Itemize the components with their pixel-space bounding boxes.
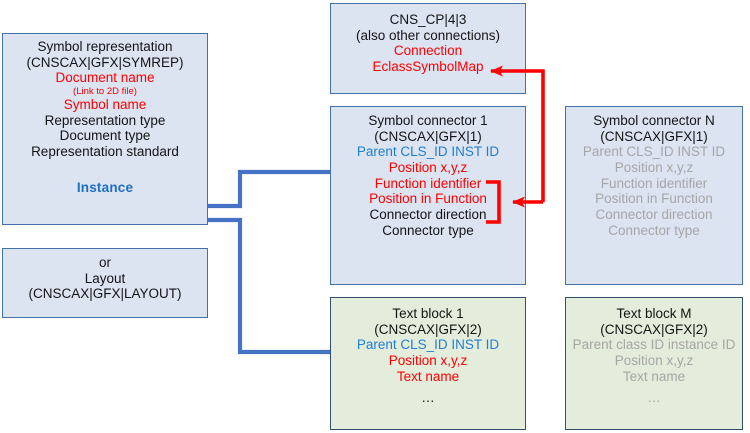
sc1-line-0: Symbol connector 1 [368,113,488,128]
box-symbol-connector-1[interactable]: Symbol connector 1 (CNSCAX|GFX|1) Parent… [330,106,526,285]
sc1-line-3: Position x,y,z [388,159,468,175]
tb1-line-5: … [421,390,435,406]
tb1-line-3: Position x,y,z [388,352,468,368]
tbm-line-0: Text block M [616,306,692,321]
scn-line-6: Connector direction [595,206,713,222]
scn-line-7: Connector type [608,222,700,238]
cnscp-line-2: Connection [393,43,463,59]
symrep-line-6: Document type [59,128,151,144]
box-symbol-connector-n[interactable]: Symbol connector N (CNSCAX|GFX|1) Parent… [565,106,743,285]
tb1-line-4: Text name [396,368,460,384]
cnscp-line-3: EclassSymbolMap [372,58,484,74]
box-text-block-1[interactable]: Text block 1 (CNSCAX|GFX|2) Parent CLS_I… [330,297,526,430]
sc1-line-1: (CNSCAX|GFX|1) [374,128,482,144]
tb1-line-1: (CNSCAX|GFX|2) [374,321,482,337]
sc1-line-4: Function identifier [374,175,482,191]
box-symbol-representation[interactable]: Symbol representation (CNSCAX|GFX|SYMREP… [2,33,208,225]
layout-line-1: Layout [84,270,126,286]
box-layout[interactable]: or Layout (CNSCAX|GFX|LAYOUT) [2,248,208,318]
sc1-line-5: Position in Function [369,191,487,207]
instance-label: Instance [76,179,134,195]
scn-line-2: Parent CLS_ID INST ID [582,144,726,160]
sc1-line-2: Parent CLS_ID INST ID [356,144,500,160]
box-text-block-m[interactable]: Text block M (CNSCAX|GFX|2) Parent class… [565,297,743,430]
scn-line-4: Function identifier [600,175,708,191]
tbm-line-3: Position x,y,z [614,352,694,368]
symrep-line-7: Representation standard [31,143,179,159]
symrep-line-0: Symbol representation [37,39,173,54]
tbm-line-2: Parent class ID instance ID [572,337,736,353]
tbm-line-5: … [647,390,661,406]
tb1-line-2: Parent CLS_ID INST ID [356,337,500,353]
cnscp-line-0: CNS_CP|4|3 [389,12,467,27]
symrep-line-3: (Link to 2D file) [73,85,137,97]
symrep-line-2: Document name [55,70,155,86]
tbm-line-1: (CNSCAX|GFX|2) [600,321,708,337]
cnscp-line-1: (also other connections) [355,27,501,43]
wire-connector-fields-to-eclasssymbolmap [490,65,545,202]
tb1-line-0: Text block 1 [392,306,464,321]
scn-line-0: Symbol connector N [593,113,715,128]
scn-line-1: (CNSCAX|GFX|1) [600,128,708,144]
layout-line-0: or [98,255,111,270]
sc1-line-6: Connector direction [369,206,487,222]
red-field-bracket [486,180,501,224]
box-cns-cp-connection[interactable]: CNS_CP|4|3 (also other connections) Conn… [330,3,526,94]
symrep-line-4: Symbol name [63,96,147,112]
scn-line-3: Position x,y,z [614,159,694,175]
symrep-line-1: (CNSCAX|GFX|SYMREP) [26,54,184,70]
sc1-line-7: Connector type [382,222,474,238]
scn-line-5: Position in Function [595,191,713,207]
symrep-line-5: Representation type [44,112,166,128]
layout-line-2: (CNSCAX|GFX|LAYOUT) [28,286,182,302]
tbm-line-4: Text name [622,368,686,384]
